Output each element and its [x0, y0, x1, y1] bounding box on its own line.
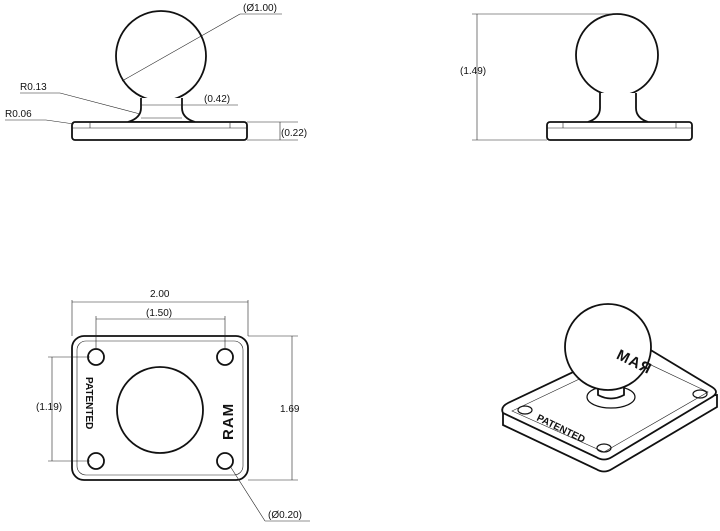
- plate-text-patented: PATENTED: [83, 377, 94, 429]
- center-boss: [116, 366, 204, 454]
- front-view: (Ø1.00) R0.13 (0.42) R0.06 (0.22): [5, 3, 307, 141]
- dim-base-depth: 1.69: [280, 404, 300, 415]
- plate-text-ram: RAM: [220, 403, 237, 440]
- top-plate-outer: [71, 335, 249, 481]
- dim-ball-diameter: (Ø1.00): [243, 3, 277, 14]
- front-neck: [127, 98, 196, 123]
- isometric-view: PATENTED RAM: [501, 303, 718, 473]
- mounting-hole-br: [216, 452, 234, 470]
- dim-hole-spacing-x: (1.50): [146, 308, 172, 319]
- dim-hole-diameter: (Ø0.20): [268, 510, 302, 521]
- top-plate-inner: [76, 340, 244, 476]
- mounting-hole-tr: [216, 348, 234, 366]
- top-view: PATENTED RAM 2.00 (1.50) (1.19) 1.69 (Ø0…: [36, 289, 310, 522]
- dim-base-width: 2.00: [150, 289, 170, 300]
- dim-base-thickness: (0.22): [281, 128, 307, 139]
- front-ball: [115, 10, 207, 102]
- side-neck: [587, 93, 649, 123]
- iso-hole-bottom: [596, 443, 612, 453]
- dim-radius-base: R0.06: [5, 109, 32, 120]
- iso-hole-right: [692, 389, 708, 399]
- dim-hole-spacing-y: (1.19): [36, 402, 62, 413]
- dim-radius-neck: R0.13: [20, 82, 47, 93]
- side-ball: [575, 13, 659, 97]
- iso-ball: [564, 303, 652, 391]
- dim-neck-width: (0.42): [204, 94, 230, 105]
- mounting-hole-bl: [87, 452, 105, 470]
- dim-total-height: (1.49): [460, 66, 486, 77]
- iso-hole-left: [517, 405, 533, 415]
- front-base: [71, 121, 248, 141]
- side-view: (1.49): [460, 13, 693, 141]
- mounting-hole-tl: [87, 348, 105, 366]
- side-base: [546, 121, 693, 141]
